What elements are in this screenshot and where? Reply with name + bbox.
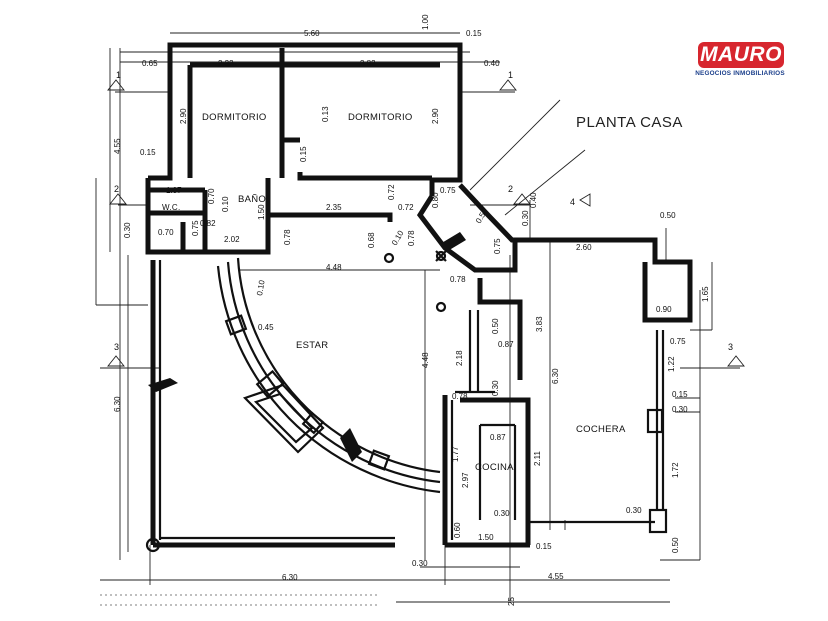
dim-label: 0.60 bbox=[453, 522, 462, 538]
dim-label: 1.22 bbox=[667, 356, 676, 372]
dim-label: 0.40 bbox=[529, 192, 538, 208]
dim-label: 6.30 bbox=[551, 368, 560, 384]
dim-label: 0.15 bbox=[466, 29, 482, 38]
dim-label: 0.78 bbox=[407, 230, 416, 246]
dim-label: 2.90 bbox=[179, 108, 188, 124]
dim-label: 0.75 bbox=[670, 337, 686, 346]
dim-label: 0.45 bbox=[258, 323, 274, 332]
dim-label: 0.87 bbox=[498, 340, 514, 349]
marker-3-right: 3 bbox=[728, 342, 733, 352]
dim-label: 0.30 bbox=[491, 380, 500, 396]
marker-2-left: 2 bbox=[114, 184, 119, 194]
room-dormitorio-1: DORMITORIO bbox=[202, 112, 267, 123]
dim-label: 0.75 bbox=[493, 238, 502, 254]
dim-label: 1.72 bbox=[671, 462, 680, 478]
dim-label: 0.15 bbox=[299, 146, 308, 162]
room-cochera: COCHERA bbox=[576, 424, 626, 435]
marker-4: 4 bbox=[570, 197, 575, 207]
dim-label: 2.11 bbox=[533, 450, 542, 466]
dimension-lines bbox=[95, 32, 740, 606]
dim-label: 0.15 bbox=[140, 148, 156, 157]
dim-label: 0.70 bbox=[207, 188, 216, 204]
dim-label: 0.50 bbox=[671, 537, 680, 553]
dim-label: 6.30 bbox=[282, 573, 298, 582]
dim-label: 1.50 bbox=[257, 204, 266, 220]
dim-label: 2.18 bbox=[455, 350, 464, 366]
dim-label: 0.10 bbox=[221, 196, 230, 212]
brand-tagline: NEGOCIOS INMOBILIARIOS bbox=[695, 70, 785, 77]
dim-label: 0.15 bbox=[536, 542, 552, 551]
dim-label: 0.72 bbox=[387, 184, 396, 200]
dim-label: 6.30 bbox=[113, 396, 122, 412]
dim-label: 1.00 bbox=[421, 14, 430, 30]
dim-label: 3.83 bbox=[535, 316, 544, 332]
dim-label: 3.82 bbox=[360, 59, 376, 68]
dim-label: 0.80 bbox=[431, 192, 440, 208]
dim-label: 0.50 bbox=[660, 211, 676, 220]
marker-3-left: 3 bbox=[114, 342, 119, 352]
marker-2-right: 2 bbox=[508, 184, 513, 194]
dim-label: 0.13 bbox=[321, 106, 330, 122]
dim-label: 2.02 bbox=[224, 235, 240, 244]
dim-label: 0.30 bbox=[412, 559, 428, 568]
room-bano: BAÑO bbox=[238, 194, 266, 205]
dim-label: 4.55 bbox=[113, 138, 122, 154]
dim-label: 0.10 bbox=[390, 229, 406, 247]
dim-label: 2.60 bbox=[576, 243, 592, 252]
dim-label: 1.77 bbox=[451, 446, 460, 462]
marker-1-right: 1 bbox=[508, 70, 513, 80]
brand-logo-mark: MAURO bbox=[698, 42, 784, 68]
section-markers: 1 1 2 2 3 3 4 bbox=[107, 70, 745, 367]
walls bbox=[145, 42, 693, 553]
dim-label: 0.10 bbox=[255, 279, 267, 296]
dim-label: 1.07 bbox=[166, 186, 182, 195]
dim-label: 0.68 bbox=[367, 232, 376, 248]
dim-label: 0.87 bbox=[490, 433, 506, 442]
dim-label: 0.50 bbox=[491, 318, 500, 334]
dim-label: 0.78 bbox=[450, 275, 466, 284]
dim-label: 0.70 bbox=[158, 228, 174, 237]
dim-label: 4.48 bbox=[421, 352, 430, 368]
dim-label: 4.55 bbox=[548, 572, 564, 581]
dim-label: 0.75 bbox=[440, 186, 456, 195]
room-labels: DORMITORIO DORMITORIO BAÑO W.C. ESTAR CO… bbox=[162, 112, 626, 473]
dim-label: 2.35 bbox=[326, 203, 342, 212]
dim-label: 0.30 bbox=[123, 222, 132, 238]
plan-title: PLANTA CASA bbox=[576, 114, 683, 131]
dim-label: 0.30 bbox=[626, 506, 642, 515]
dim-label: 1.50 bbox=[478, 533, 494, 542]
dim-label: 0.30 bbox=[494, 509, 510, 518]
dim-label: 2.97 bbox=[461, 472, 470, 488]
dim-label: 0.90 bbox=[656, 305, 672, 314]
room-wc: W.C. bbox=[162, 203, 181, 212]
dim-label: 5.60 bbox=[304, 29, 320, 38]
dim-label: 0.30 bbox=[521, 210, 530, 226]
dim-label: 0.75 bbox=[191, 220, 200, 236]
dim-label: 0.30 bbox=[672, 405, 688, 414]
dimension-labels: 5.60 1.00 0.15 0.65 2.33 3.82 0.40 4.55 … bbox=[113, 14, 710, 606]
dim-label: 1.65 bbox=[701, 286, 710, 302]
brand-logo: MAURO NEGOCIOS INMOBILIARIOS bbox=[692, 42, 788, 80]
room-dormitorio-2: DORMITORIO bbox=[348, 112, 413, 123]
dim-label: 0.78 bbox=[283, 229, 292, 245]
dim-label: 0.82 bbox=[200, 219, 216, 228]
room-estar: ESTAR bbox=[296, 340, 328, 351]
room-cocina: COCINA bbox=[475, 462, 514, 473]
dim-label: 25 bbox=[507, 597, 516, 606]
dim-label: 0.15 bbox=[672, 390, 688, 399]
dim-label: 0.65 bbox=[142, 59, 158, 68]
dim-label: 0.40 bbox=[484, 59, 500, 68]
dim-label: 4.48 bbox=[326, 263, 342, 272]
dim-label: 2.90 bbox=[431, 108, 440, 124]
dim-label: 2.33 bbox=[218, 59, 234, 68]
dim-label: 0.72 bbox=[398, 203, 414, 212]
marker-1-left: 1 bbox=[116, 70, 121, 80]
dim-label: 0.78 bbox=[452, 392, 468, 401]
